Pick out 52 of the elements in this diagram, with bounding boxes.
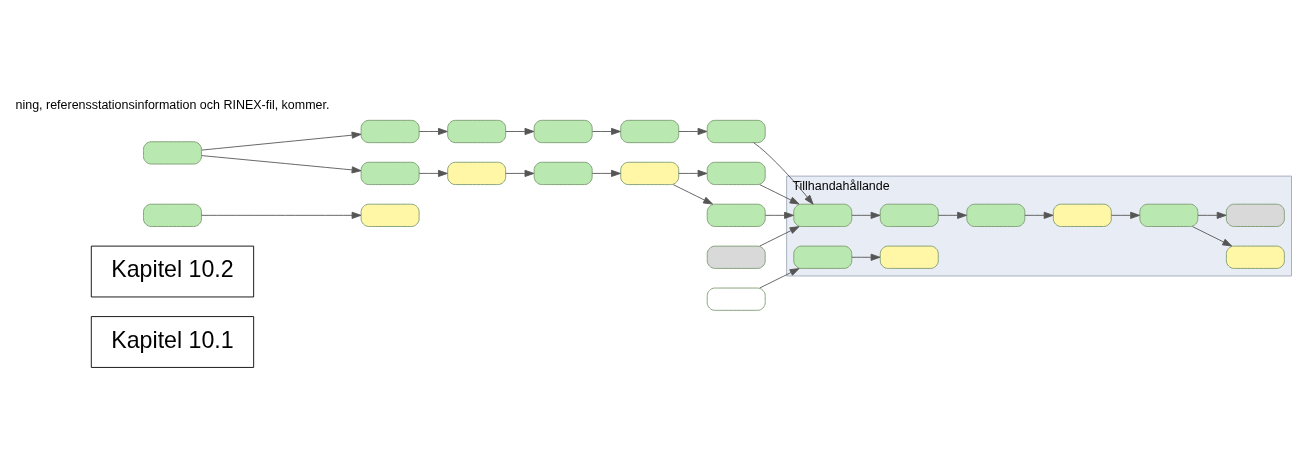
node-box [793,203,853,227]
node-box [447,119,507,144]
arrow [759,226,800,247]
arrow [1024,211,1054,219]
arrow [764,211,794,219]
arrow [672,184,713,205]
node-box: Kapitel 10.1 [90,316,255,368]
node-box [360,161,420,185]
node-box [706,119,766,144]
arrow [505,127,535,136]
arrow [753,142,814,205]
node-box [706,203,766,227]
node-box [620,161,680,185]
node-box [360,203,420,227]
node-box [620,119,680,144]
arrow [505,169,535,177]
node-box [143,141,202,165]
arrow [201,155,362,174]
arrow [591,127,621,136]
node-box [706,245,766,269]
node-box [143,203,202,227]
arrow [1111,211,1141,219]
arrow [1192,226,1233,247]
node-box [879,245,939,269]
node-box [1052,203,1112,227]
label: ning, referensstationsinformation och RINEX-fil, kommer. [15,97,330,112]
node-box [1225,245,1285,269]
node-box [966,203,1026,227]
node-box [360,119,420,144]
arrow [418,127,448,136]
arrow [1197,211,1227,219]
arrow [678,127,708,136]
node-box [793,245,853,269]
arrow [591,169,621,177]
node-box [447,161,507,185]
node-box [879,203,939,227]
node-box [1139,203,1199,227]
arrow [851,211,881,219]
arrow [201,131,362,151]
node-box: Kapitel 10.2 [90,245,255,298]
arrow [759,184,800,205]
arrow [418,169,448,177]
arrow [678,169,708,177]
node-box [706,287,766,311]
node-box [706,161,766,185]
node-box [533,119,593,144]
arrow [201,211,362,219]
arrow [937,211,967,219]
arrow [851,253,881,261]
node-box [533,161,593,185]
arrow [759,268,800,289]
node-box [1225,203,1285,227]
